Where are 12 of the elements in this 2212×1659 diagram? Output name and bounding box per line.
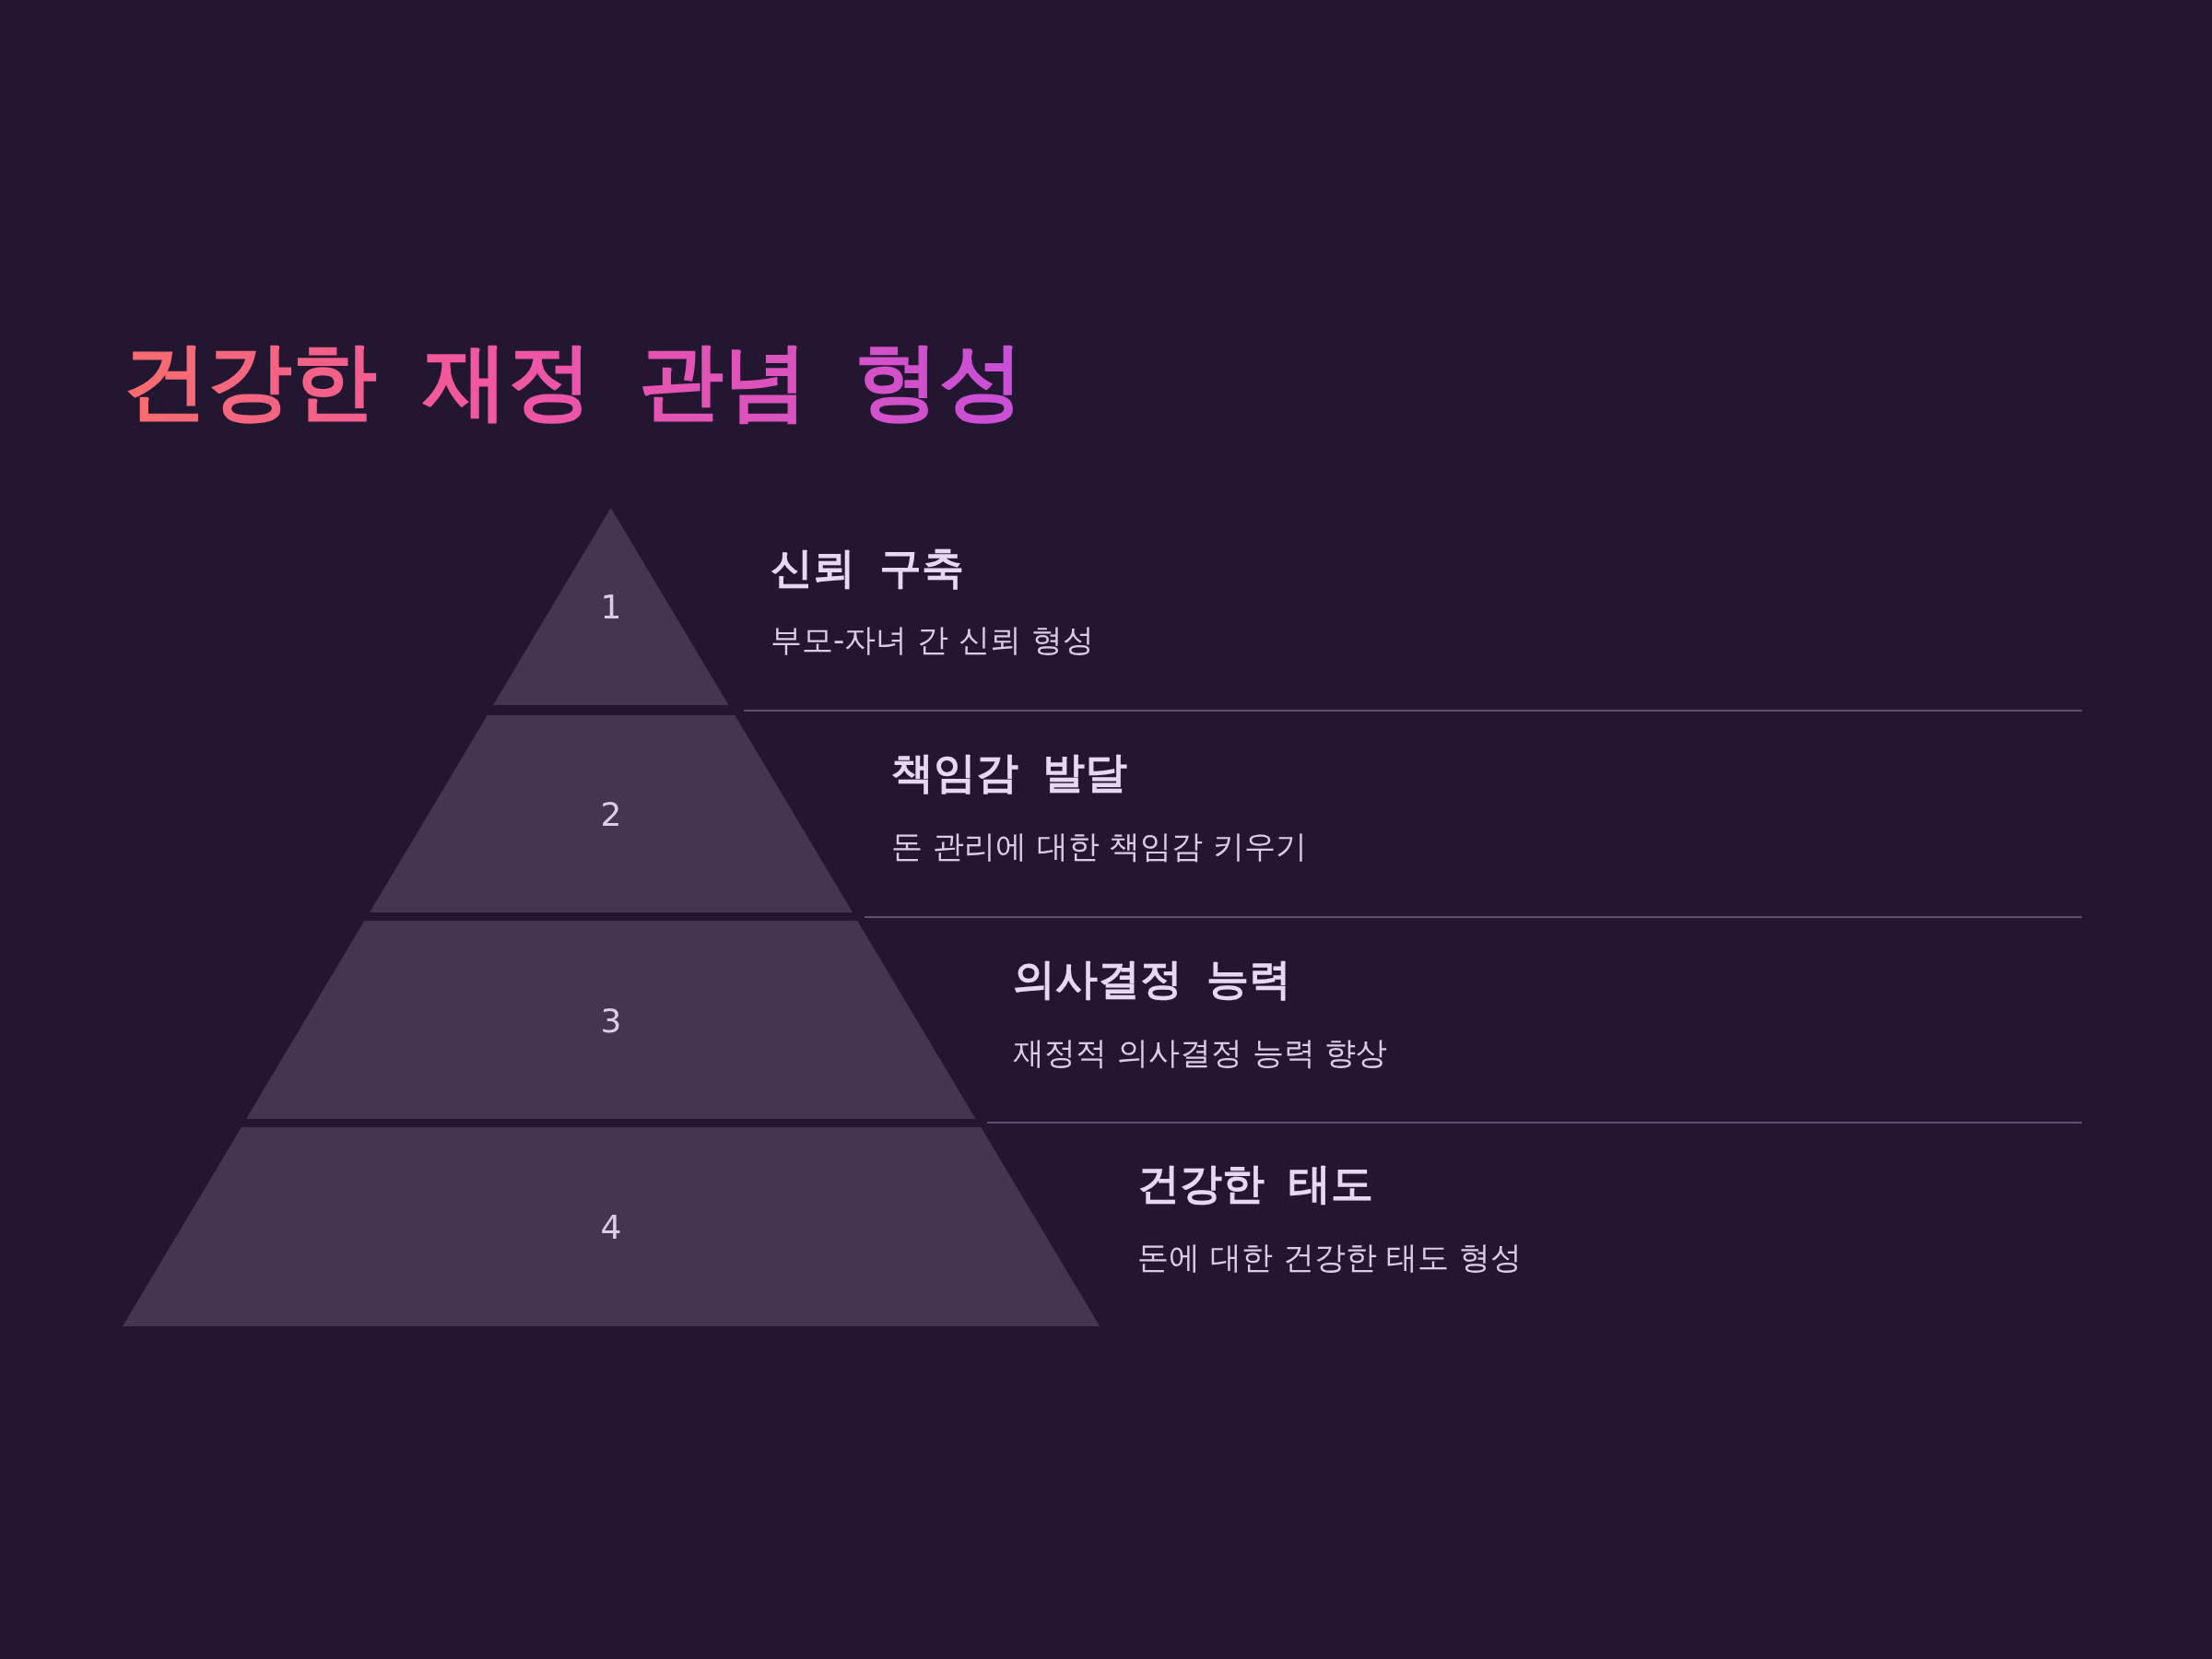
tier-heading: 책임감 발달 (891, 747, 1127, 799)
tier-description: 부모-자녀 간 신뢰 형성 (771, 620, 1094, 660)
tier-number: 3 (600, 1001, 622, 1039)
tier-description: 돈에 대한 건강한 태도 형성 (1137, 1238, 1523, 1277)
tier-number: 4 (600, 1207, 622, 1246)
tier-description: 돈 관리에 대한 책임감 키우기 (891, 827, 1308, 866)
tier-description: 재정적 의사결정 능력 향상 (1013, 1033, 1388, 1073)
tier-heading: 의사결정 능력 (1013, 953, 1291, 1006)
tier-number: 2 (600, 794, 622, 833)
tier-heading: 건강한 태도 (1137, 1158, 1373, 1210)
tier-number: 1 (600, 587, 622, 626)
tier-heading: 신뢰 구축 (771, 542, 964, 594)
